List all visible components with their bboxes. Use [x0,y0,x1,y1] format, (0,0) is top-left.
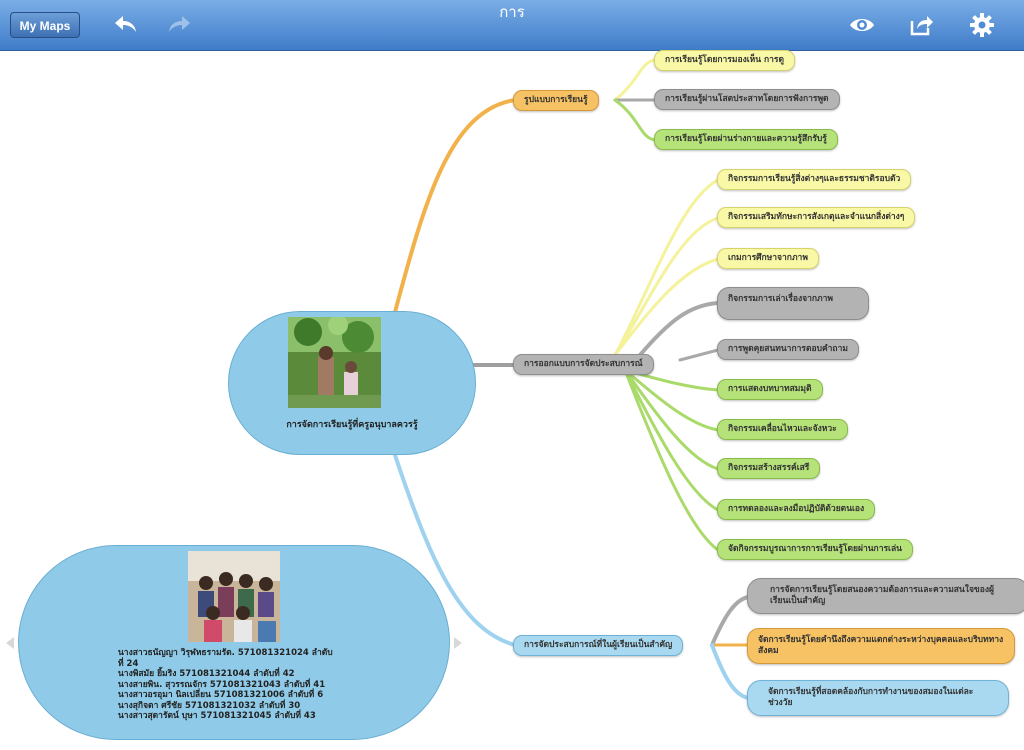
node-play-integration[interactable]: จัดกิจกรรมบูรณาการการเรียนรู้โดยผ่านการเ… [717,539,913,560]
branch-experience-design[interactable]: การออกแบบการจัดประสบการณ์ [513,354,654,375]
node-learner-interest[interactable]: การจัดการเรียนรู้โดยสนองความต้องการและคว… [747,578,1024,614]
node-learning-auditory[interactable]: การเรียนรู้ผ่านโสตประสาทโดยการฟังการพูด [654,89,840,110]
central-topic-photo [288,317,381,408]
member-line: นางสายพิน. สุวรรณจักร 571081321043 ลำดับ… [118,679,326,690]
member-line: นางสาวสุดารัตน์ บุษา 571081321045 ลำดับท… [118,711,316,721]
node-activity-observation[interactable]: กิจกรรมเสริมทักษะการสังเกตุและจำแนกสิ่งต… [717,207,916,228]
branch-learning-styles[interactable]: รูปแบบการเรียนรู้ [513,90,599,111]
node-learning-visual[interactable]: การเรียนรู้โดยการมองเห็น การดู [654,50,796,71]
redo-icon[interactable] [163,10,193,40]
toolbar: My Maps การ [0,0,1024,51]
central-topic-caption: การจัดการเรียนรู้ที่ครูอนุบาลควรรู้ [286,420,418,430]
node-creative-activity[interactable]: กิจกรรมสร้างสรรค์เสรี [717,458,821,479]
member-line: นางสาวธนัญญา วิรุฬหธรามรัต. 571081321024… [118,648,333,658]
node-conversation[interactable]: การพูดคุยสนทนาการตอบคำถาม [717,339,859,360]
member-line: ที่ 24 [118,658,139,669]
node-role-play[interactable]: การแสดงบทบาทสมมุติ [717,379,823,400]
member-line: นางสุกิจตา ศรีชัย 571081321032 ลำดับที่ … [118,700,301,711]
node-learning-kinesthetic[interactable]: การเรียนรู้โดยผ่านร่างกายและความรู้สึกรั… [654,129,838,150]
share-icon[interactable] [906,10,936,40]
node-activity-nature[interactable]: กิจกรรมการเรียนรู้สิ่งต่างๆและธรรมชาติรอ… [717,169,912,190]
eye-icon[interactable] [847,10,877,40]
undo-icon[interactable] [112,10,142,40]
branch-learner-centered[interactable]: การจัดประสบการณ์ที่ในผู้เรียนเป็นสำคัญ [513,635,684,656]
node-brain-based[interactable]: จัดการเรียนรู้ที่สอดคล้องกับการทำงานของส… [747,680,1009,716]
scroll-left-icon[interactable] [4,636,16,650]
scroll-right-icon[interactable] [452,636,464,650]
members-text: นางสาวธนัญญา วิรุฬหธรามรัต. 571081321024… [118,648,358,722]
member-line: นางพิสมัย ยิ้มริง 571081321044 ลำดับที่ … [118,669,295,679]
member-line: นางสาวอรอุมา นิลเปลี่ยน 571081321006 ลำด… [118,690,324,700]
node-individual-differences[interactable]: จัดการเรียนรู้โดยคำนึงถึงความแตกต่างระหว… [747,628,1015,664]
node-picture-game[interactable]: เกมการศึกษาจากภาพ [717,248,819,269]
map-title: การ [499,3,525,21]
node-movement-rhythm[interactable]: กิจกรรมเคลื่อนไหวและจังหวะ [717,419,848,440]
my-maps-button[interactable]: My Maps [10,12,80,38]
node-experiment[interactable]: การทดลองและลงมือปฏิบัติด้วยตนเอง [717,499,876,520]
group-photo [188,551,280,642]
gear-icon[interactable] [967,10,997,40]
node-storytelling[interactable]: กิจกรรมการเล่าเรื่องจากภาพ [717,287,869,320]
